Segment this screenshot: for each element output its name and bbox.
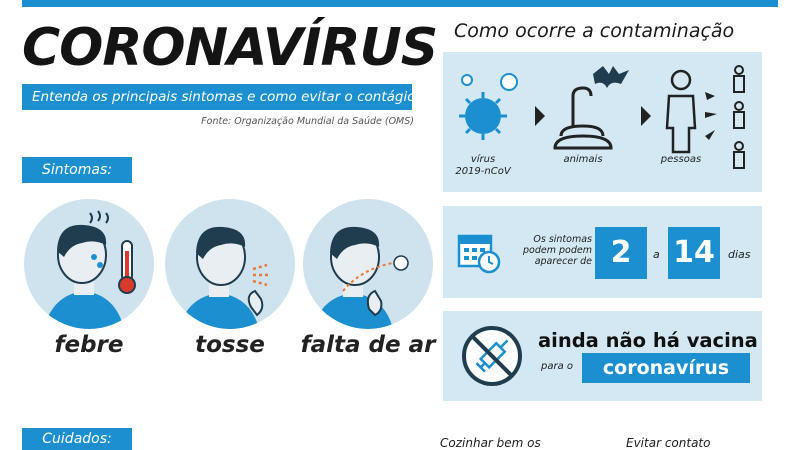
onset-max-days: 14 [668,227,720,279]
page-title: CORONAVÍRUS [22,18,438,78]
onset-unit: dias [728,248,751,261]
subtitle-band: Entenda os principais sintomas e como ev… [22,84,415,110]
vaccine-name-band: coronavírus [582,353,750,383]
care-item-cook: Cozinhar bem os [440,436,541,450]
cough-icon [165,199,295,329]
virus-icon [459,73,518,140]
onset-text: Os sintomas podem podem aparecer de [523,234,592,267]
symptom-label-shortness-of-breath: falta de ar [300,332,436,358]
source-note: Fonte: Organização Mundial da Saúde (OMS… [201,116,414,127]
vaccine-headline: ainda não há vacina [538,329,758,352]
symptom-label-fever: febre [54,332,124,358]
animals-label: animais [563,154,603,165]
person-icon [665,69,697,154]
onset-min-days: 2 [595,227,647,279]
symptoms-tag: Sintomas: [22,157,132,183]
people-label: pessoas [660,154,702,165]
contamination-title: Como ocorre a contaminação [454,20,735,42]
calendar-clock-icon [457,234,501,274]
symptom-label-cough: tosse [195,332,265,358]
vaccine-para: para o [541,361,574,372]
care-tag: Cuidados: [22,428,132,450]
top-accent-bar [22,0,778,7]
care-item-avoid-contact: Evitar contato [626,436,711,450]
bat-icon [593,66,629,88]
no-vaccine-icon [462,326,522,386]
shortness-of-breath-icon [303,199,433,329]
virus-label: vírus 2019-nCoV [455,154,511,177]
contamination-panel: vírus 2019-nCoV animais pessoas [443,52,762,192]
people-icon [733,65,745,169]
snake-icon [553,86,613,150]
fever-icon [24,199,154,329]
onset-connector: a [653,248,660,261]
